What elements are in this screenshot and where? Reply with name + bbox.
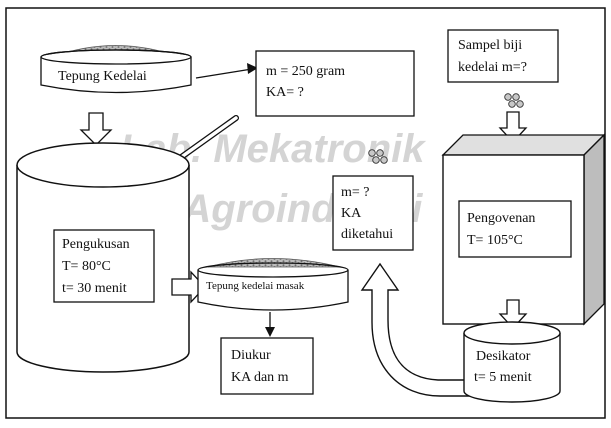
desikator-line-2: t= 5 menit — [474, 370, 532, 385]
pengovenan-box: Pengovenan T= 105°C — [458, 200, 572, 258]
tepung-kedelai-label: Tepung Kedelai — [58, 69, 147, 84]
outer-frame — [5, 7, 606, 419]
tepung-masak-label: Tepung kedelai masak — [206, 280, 305, 292]
arrow-to-diukur — [265, 312, 275, 337]
pengovenan-line-1: Pengovenan — [467, 211, 535, 226]
sampel-line-2: kedelai m=? — [458, 60, 527, 75]
diukur-line-2: KA dan m — [231, 370, 289, 385]
unknown-line-3: diketahui — [341, 227, 393, 242]
soybean-seeds-icon — [368, 149, 388, 164]
sampel-line-1: Sampel biji — [458, 38, 522, 53]
pengukusan-box: Pengukusan T= 80°C t= 30 menit — [53, 229, 155, 303]
unknown-ka-box: m= ? KA diketahui — [332, 175, 414, 251]
soybean-seeds-icon — [504, 93, 524, 108]
tepung-kedelai-dish: Tepung Kedelai — [40, 45, 192, 94]
mass-info-box: m = 250 gram KA= ? — [255, 50, 415, 117]
pengukusan-line-1: Pengukusan — [62, 237, 130, 252]
return-arrow — [360, 262, 470, 397]
arrow-to-mass-box — [195, 63, 258, 79]
desikator-cylinder: Desikator t= 5 menit — [463, 321, 561, 403]
unknown-line-1: m= ? — [341, 185, 370, 200]
desikator-line-1: Desikator — [476, 349, 531, 364]
pengukusan-line-3: t= 30 menit — [62, 281, 127, 296]
arrow-to-desikator — [498, 299, 528, 329]
unknown-line-2: KA — [341, 206, 362, 221]
arrow-into-steamer — [79, 112, 113, 146]
mass-line-1: m = 250 gram — [266, 64, 345, 79]
pengukusan-line-2: T= 80°C — [62, 259, 111, 274]
diukur-line-1: Diukur — [231, 348, 271, 363]
diukur-box: Diukur KA dan m — [220, 337, 314, 395]
sampel-box: Sampel biji kedelai m=? — [447, 29, 559, 83]
pengovenan-line-2: T= 105°C — [467, 233, 523, 248]
mass-line-2: KA= ? — [266, 85, 304, 100]
tepung-masak-dish: Tepung kedelai masak — [197, 258, 349, 311]
